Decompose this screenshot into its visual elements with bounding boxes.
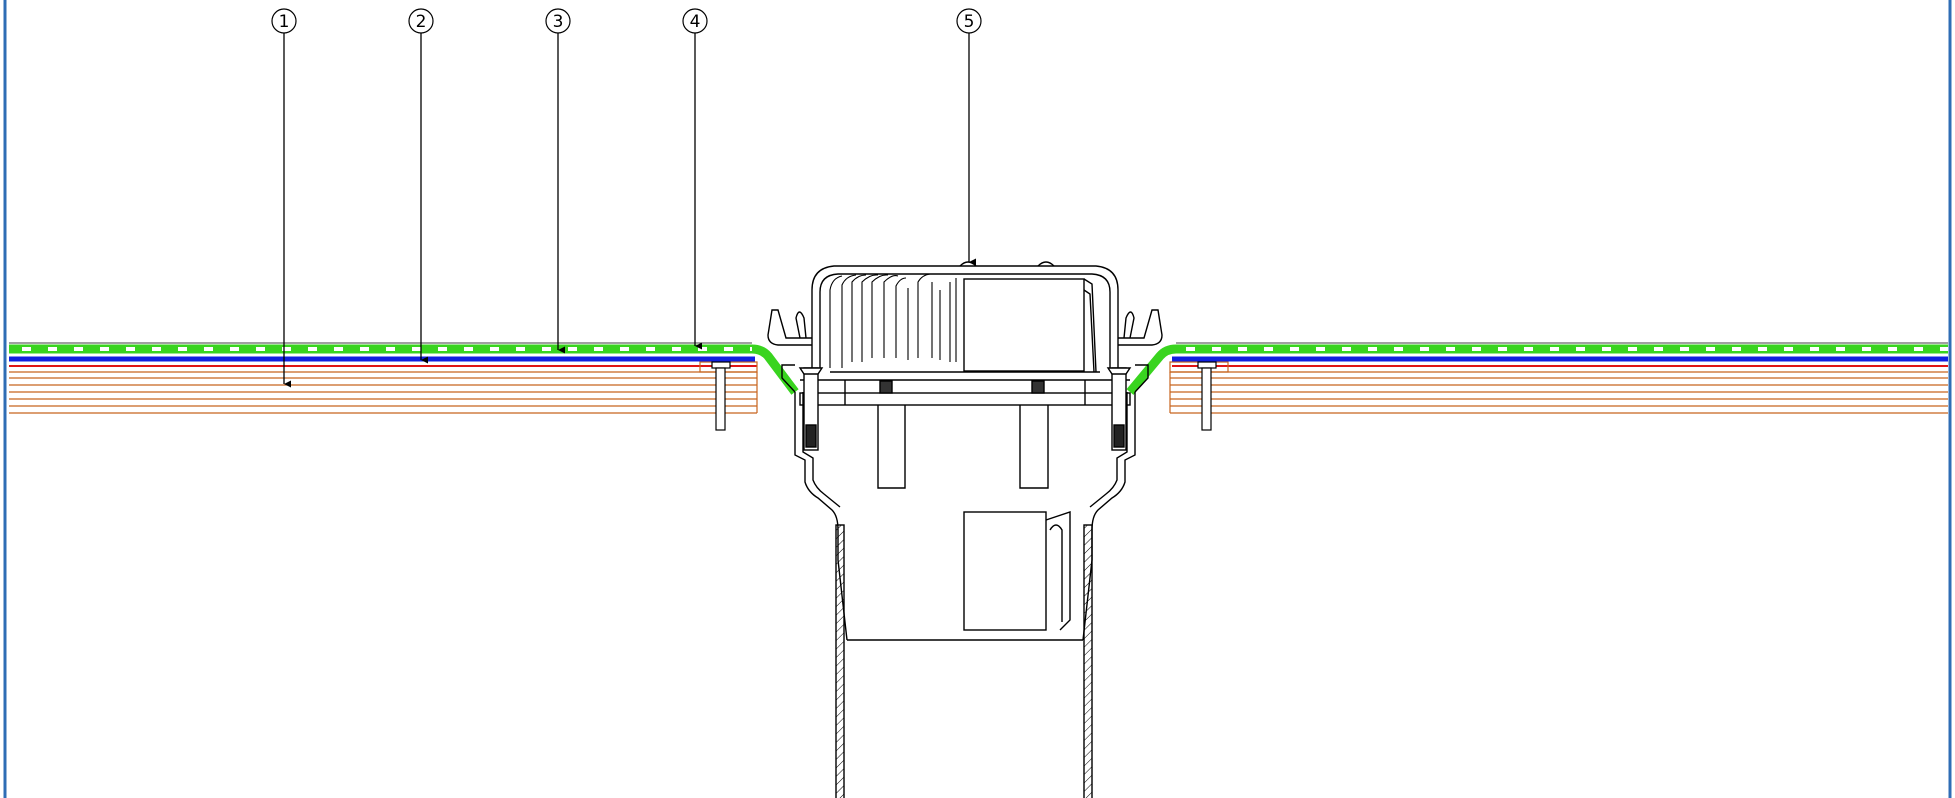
clamp-bolt-right xyxy=(1106,367,1132,451)
left-roof-buildup xyxy=(9,342,799,431)
callout-4: 4 xyxy=(682,8,708,34)
outlet-pipe-left xyxy=(835,524,845,798)
right-fixing-screw xyxy=(1197,361,1217,431)
callout-3-number: 3 xyxy=(553,12,564,32)
callout-1: 1 xyxy=(271,8,297,34)
callout-leaders xyxy=(283,33,976,388)
callout-5: 5 xyxy=(956,8,982,34)
dome-inner-box xyxy=(963,278,1085,372)
right-roof-buildup xyxy=(1126,342,1948,431)
left-clamp-flange xyxy=(699,361,758,373)
leaf-guard-dome xyxy=(811,265,1119,368)
clamp-bolt-left xyxy=(798,367,824,451)
callout-5-number: 5 xyxy=(964,12,975,32)
callout-4-number: 4 xyxy=(690,12,701,32)
right-green-membrane xyxy=(1126,344,1948,395)
callout-2-number: 2 xyxy=(416,12,427,32)
inner-baffle-right xyxy=(1019,405,1049,489)
sump-box xyxy=(963,511,1047,631)
roof-drain xyxy=(767,261,1163,798)
callout-1-number: 1 xyxy=(279,12,290,32)
callout-2: 2 xyxy=(408,8,434,34)
drawing-frame xyxy=(3,0,1952,798)
left-green-membrane xyxy=(9,344,799,395)
inner-baffle-left xyxy=(877,405,906,489)
outlet-pipe-right xyxy=(1083,524,1093,798)
dome-ribs xyxy=(829,273,957,368)
right-insulation-layers xyxy=(1169,371,1948,414)
gravel-guard-right xyxy=(1118,309,1163,346)
gravel-guard-left xyxy=(767,309,812,346)
callout-3: 3 xyxy=(545,8,571,34)
left-fixing-screw xyxy=(711,361,731,431)
clamp-ring xyxy=(799,392,1131,406)
left-insulation-layers xyxy=(9,371,758,414)
